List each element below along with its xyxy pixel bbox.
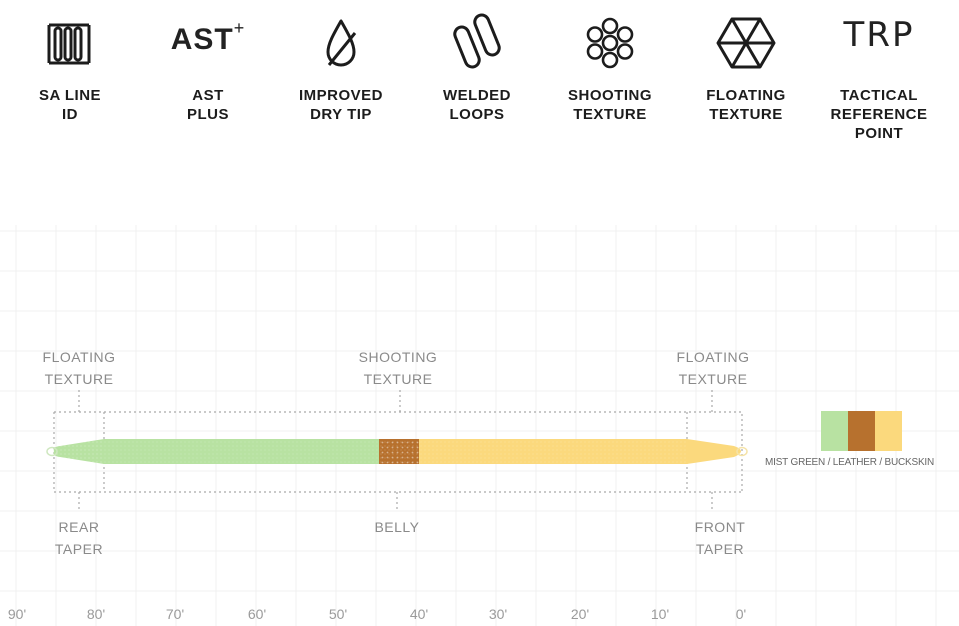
ast-icon-text: AST <box>170 22 234 56</box>
feature-label: AST PLUS <box>186 87 229 123</box>
feature-icons-row: SA LINE ID AST+ AST PLUS IMPROVED DRY TI… <box>0 0 959 160</box>
trp-icon: TRP <box>814 0 944 86</box>
label-shooting-texture: SHOOTING TEXTURE <box>358 349 438 387</box>
taper-diagram-graphic <box>0 225 959 626</box>
line-taper-diagram: FLOATING TEXTURE SHOOTING TEXTURE FLOATI… <box>0 225 959 626</box>
rear-tip <box>46 446 58 457</box>
feature-label: IMPROVED DRY TIP <box>298 87 383 123</box>
feature-welded-loops: WELDED LOOPS <box>412 0 542 124</box>
background-grid <box>0 225 959 626</box>
feature-floating-texture: FLOATING TEXTURE <box>681 0 811 124</box>
fly-line <box>46 439 748 464</box>
axis-tick: 10' <box>650 606 670 622</box>
axis-tick: 20' <box>570 606 590 622</box>
label-floating-texture-front: FLOATING TEXTURE <box>676 349 750 387</box>
axis-tick: 90' <box>7 606 27 622</box>
feature-label: WELDED LOOPS <box>443 87 511 123</box>
rear-floating-texture <box>54 439 104 464</box>
axis-tick: 80' <box>86 606 106 622</box>
feature-label: SHOOTING TEXTURE <box>567 87 652 123</box>
axis-tick: 30' <box>488 606 508 622</box>
welded-loops-icon <box>412 0 542 86</box>
label-rear-taper: REAR TAPER <box>54 519 104 557</box>
feature-shooting-texture: SHOOTING TEXTURE <box>545 0 675 124</box>
color-swatch-leather <box>848 411 875 451</box>
feature-label: FLOATING TEXTURE <box>706 87 786 123</box>
feature-label: TACTICAL REFERENCE POINT <box>830 87 928 142</box>
shooting-texture-icon <box>545 0 675 86</box>
label-floating-texture-rear: FLOATING TEXTURE <box>42 349 116 387</box>
axis-tick: 50' <box>328 606 348 622</box>
feature-sa-line-id: SA LINE ID <box>5 0 135 124</box>
front-taper-segment <box>687 439 741 464</box>
trp-icon-text: TRP <box>843 15 915 55</box>
feature-ast-plus: AST+ AST PLUS <box>143 0 273 124</box>
ast-icon-sup: + <box>233 17 246 38</box>
feature-tactical-reference-point: TRP TACTICAL REFERENCE POINT <box>814 0 944 143</box>
feature-label: SA LINE ID <box>38 87 102 123</box>
axis-tick: 60' <box>247 606 267 622</box>
axis-tick: 70' <box>165 606 185 622</box>
shooting-texture-overlay <box>104 439 687 464</box>
spool-icon <box>5 0 135 86</box>
feature-improved-dry-tip: IMPROVED DRY TIP <box>276 0 406 124</box>
front-tip <box>736 446 748 457</box>
label-belly: BELLY <box>374 519 420 535</box>
color-swatch-buckskin <box>875 411 902 451</box>
floating-texture-icon <box>681 0 811 86</box>
color-name-label: MIST GREEN / LEATHER / BUCKSKIN <box>765 457 935 468</box>
label-front-taper: FRONT TAPER <box>694 519 746 557</box>
dry-tip-drop-icon <box>276 0 406 86</box>
axis-tick: 40' <box>409 606 429 622</box>
axis-tick: 0' <box>735 606 747 622</box>
color-swatch-mist-green <box>821 411 848 451</box>
ast-plus-icon: AST+ <box>143 0 273 86</box>
